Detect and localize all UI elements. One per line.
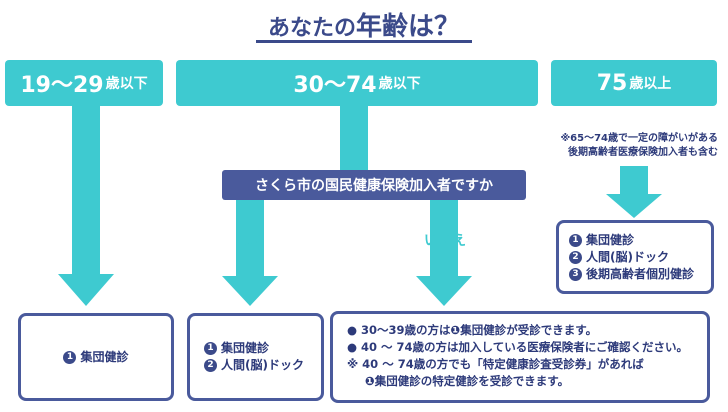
yes-label: はい: [235, 233, 263, 249]
item-text: 集団健診: [221, 341, 270, 355]
result-no-line-1: ● 30～39歳の方は❶集団健診が受診できます。: [347, 323, 598, 337]
age-19-29-unit: 歳以下: [105, 76, 148, 92]
item-text: 集団健診: [80, 349, 129, 364]
item-text: 集団健診: [586, 232, 635, 247]
age-30-74-num: 30～74: [293, 73, 377, 98]
item-number: 2: [204, 359, 217, 372]
note-line-1: ※65～74歳で一定の障がいがある: [560, 133, 718, 144]
result-yes-item-2: 2 人間(脳)ドック: [204, 357, 321, 374]
title-prefix: あなたの: [267, 16, 356, 41]
result-yes-item-1: 1 集団健診: [204, 340, 321, 357]
page-title: あなたの年齢は？: [0, 6, 728, 43]
result-no-line-2: ● 40 ～ 74歳の方は加入している医療保険者にご確認ください。: [347, 340, 688, 354]
age-19-29-num: 19～29: [20, 73, 104, 98]
note-line-2: 後期高齢者医療保険加入者も含む: [568, 147, 718, 158]
result-75-item-1: 1 集団健診: [569, 232, 711, 249]
item-number: 3: [569, 267, 582, 281]
result-no-line-4: ❶集団健診の特定健診を受診できます。: [365, 374, 570, 388]
item-text: 人間(脳)ドック: [586, 249, 669, 264]
result-no-line-3: ※ 40 ～ 74歳の方でも「特定健康診査受診券」があれば: [347, 357, 644, 371]
result-75-item-2: 2 人間(脳)ドック: [569, 249, 711, 266]
title-main: 年齢は？: [356, 12, 461, 42]
age-75-num: 75: [596, 70, 628, 96]
result-box-yes: 1 集団健診 2 人間(脳)ドック: [187, 313, 324, 401]
result-box-75: 1 集団健診 2 人間(脳)ドック 3 後期高齢者個別健診: [556, 220, 714, 294]
question-box: さくら市の国民健康保険加入者ですか: [222, 170, 526, 200]
age-75-note: ※65～74歳で一定の障がいがある 後期高齢者医療保険加入者も含む: [540, 132, 718, 160]
item-number: 1: [204, 342, 217, 355]
item-number: 1: [63, 350, 77, 364]
question-text: さくら市の国民健康保険加入者ですか: [255, 178, 493, 194]
item-number: 2: [569, 250, 582, 264]
no-label: いいえ: [424, 233, 466, 249]
result-box-no: ● 30～39歳の方は❶集団健診が受診できます。 ● 40 ～ 74歳の方は加入…: [330, 311, 710, 403]
age-75-unit: 歳以上: [629, 76, 672, 92]
age-30-74-unit: 歳以下: [378, 76, 421, 92]
item-number: 1: [569, 233, 582, 247]
item-text: 後期高齢者個別健診: [586, 266, 695, 281]
item-text: 人間(脳)ドック: [221, 358, 304, 372]
title-underline: [256, 40, 472, 43]
result-75-item-3: 3 後期高齢者個別健診: [569, 266, 711, 283]
